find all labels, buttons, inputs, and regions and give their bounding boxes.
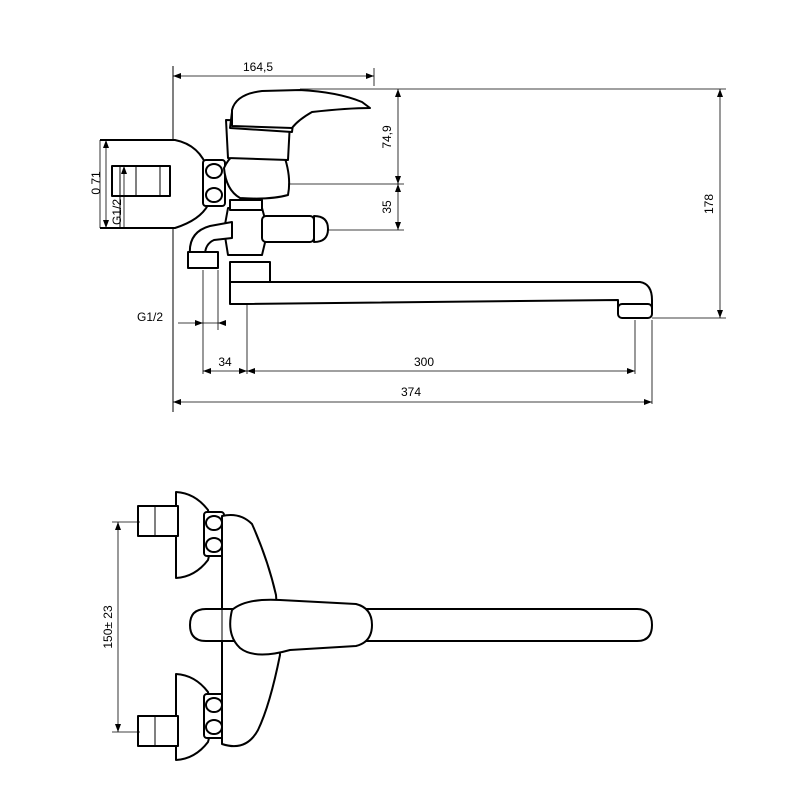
- dimension-label-inlet-spacing: 150± 23: [101, 605, 115, 649]
- dimension-inlet-offset: 0 71: [89, 140, 109, 228]
- dimension-inlet-spacing: 150± 23: [101, 521, 140, 733]
- dimension-label-outlet-offset: 35: [380, 200, 394, 214]
- upper-inlet-fitting: [137, 491, 225, 579]
- dimension-label-handle-height: 74,9: [380, 125, 394, 149]
- dimension-label-overall-length: 374: [401, 385, 421, 399]
- dimension-diverter-thread: G1/2: [137, 310, 226, 326]
- lever-handle: [231, 89, 371, 129]
- dimension-label-inlet-thread: G1/2: [110, 199, 124, 225]
- lever-top-view: [229, 598, 373, 656]
- dimension-inlet-thread: G1/2: [110, 166, 127, 228]
- shower-outlet-elbow: [188, 221, 233, 256]
- spout: [229, 281, 653, 319]
- dimension-label-inlet-offset: 0 71: [89, 171, 103, 195]
- dimension-outlet-offset: 35: [380, 184, 401, 230]
- dimension-inlet-to-body: 34: [203, 355, 247, 374]
- shower-outlet-nut: [187, 251, 219, 269]
- lower-inlet-fitting: [137, 673, 225, 761]
- dimension-label-inlet-to-body: 34: [218, 355, 232, 369]
- dimension-label-spout-reach: 300: [414, 355, 434, 369]
- diverter: [223, 199, 329, 256]
- dimension-overall-length: 374: [173, 385, 652, 405]
- dimension-label-diverter-thread: G1/2: [137, 310, 163, 324]
- union-nut: [202, 159, 226, 207]
- dimension-spout-reach: 300: [247, 355, 635, 374]
- spout-collar: [229, 261, 271, 285]
- dimension-lever-reach: 164,5: [173, 60, 374, 79]
- dimension-overall-height: 178: [702, 89, 723, 318]
- dimension-handle-height: 74,9: [380, 89, 401, 184]
- dimension-label-overall-height: 178: [702, 194, 716, 214]
- dimension-label-lever-reach: 164,5: [243, 60, 273, 74]
- side-view: 164,5 74,9 35 178 0 71: [89, 60, 726, 412]
- front-view: 150± 23: [101, 491, 653, 761]
- inlet-fitting: [100, 139, 209, 229]
